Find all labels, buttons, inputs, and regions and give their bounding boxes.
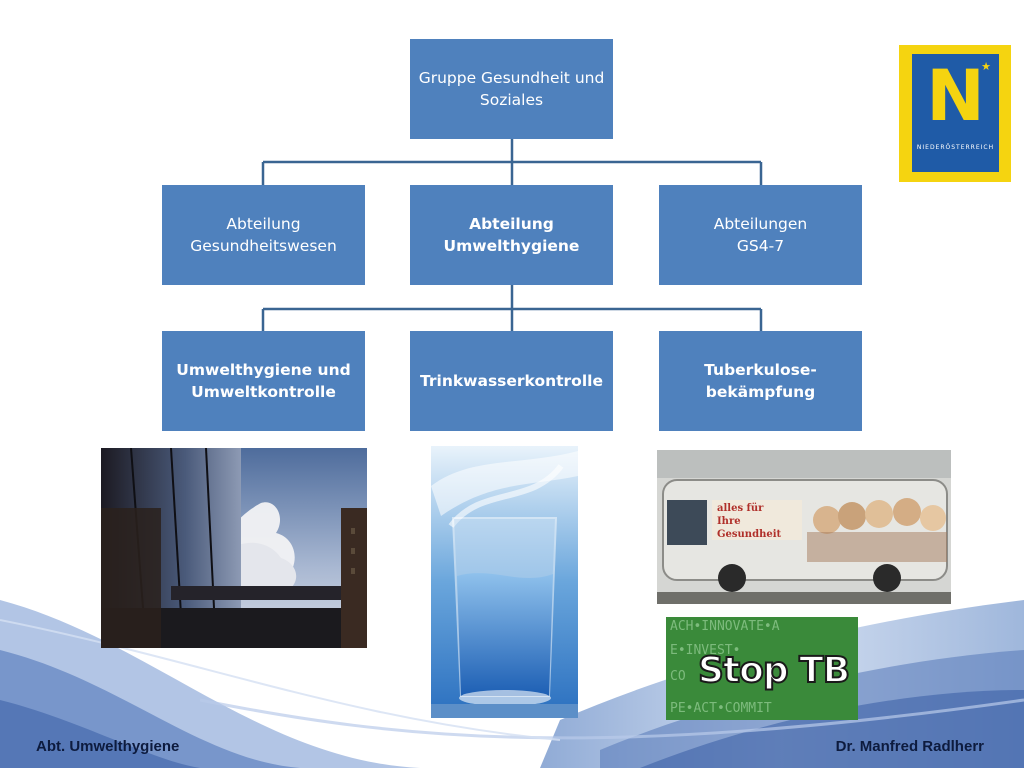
- niederoesterreich-logo: N ★ NIEDERÖSTERREICH: [899, 45, 1011, 182]
- footer-right: Dr. Manfred Radlherr: [835, 738, 984, 755]
- stop-tb-pattern-row-3: CO: [670, 669, 686, 684]
- logo-star-icon: ★: [981, 60, 991, 73]
- node-unit-umweltkontrolle: Umwelthygiene und Umweltkontrolle: [162, 331, 365, 431]
- node-unit-trinkwasserkontrolle: Trinkwasserkontrolle: [410, 331, 613, 431]
- stop-tb-logo: ACH•INNOVATE•A E•INVEST• CO PE•ACT•COMMI…: [666, 617, 858, 720]
- node-department-umwelthygiene: Abteilung Umwelthygiene: [410, 185, 613, 285]
- photo-glass-of-water: [431, 446, 578, 718]
- node-department-gesundheitswesen: Abteilung Gesundheitswesen: [162, 185, 365, 285]
- node-unit-tuberkulose: Tuberkulose- bekämpfung: [659, 331, 862, 431]
- logo-caption: NIEDERÖSTERREICH: [916, 144, 995, 151]
- node-root: Gruppe Gesundheit und Soziales: [410, 39, 613, 139]
- node-department-gs4-7: Abteilungen GS4-7: [659, 185, 862, 285]
- photo-industrial-environment: [101, 448, 367, 648]
- stop-tb-pattern-row-4: PE•ACT•COMMIT: [670, 701, 772, 716]
- stop-tb-pattern-row-1: ACH•INNOVATE•A: [670, 619, 780, 634]
- stop-tb-pattern-row-2: E•INVEST•: [670, 643, 741, 658]
- stop-tb-text: Stop TB: [697, 649, 851, 692]
- logo-blue-panel: N ★ NIEDERÖSTERREICH: [912, 54, 999, 172]
- logo-letter: N: [926, 55, 985, 137]
- footer-left: Abt. Umwelthygiene: [36, 738, 180, 755]
- photo-health-bus: alles für Ihre Gesundheit: [657, 450, 951, 604]
- bus-slogan-text: alles für Ihre Gesundheit: [717, 503, 782, 540]
